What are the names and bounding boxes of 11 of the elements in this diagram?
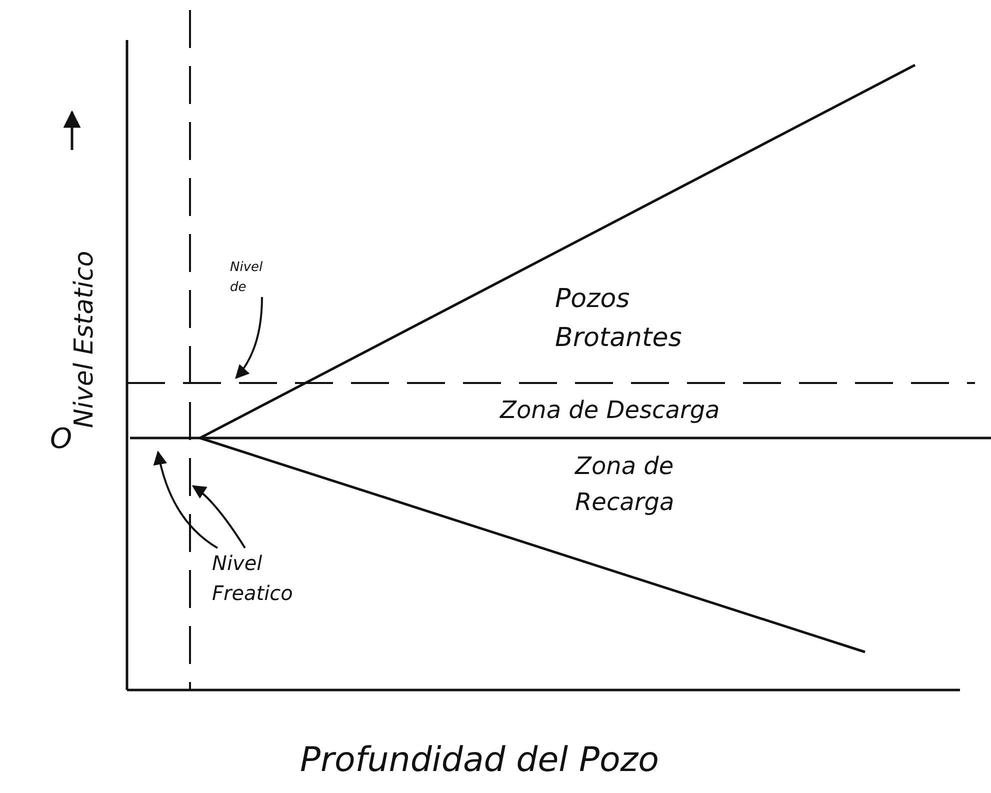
annotation-label: Nivel de — [230, 258, 270, 297]
zone-label: Zona de Recarga — [575, 451, 676, 518]
leader-line — [235, 296, 263, 380]
axis-label: Nivel Estatico — [70, 250, 100, 428]
zone-label: Zona de Descarga — [500, 395, 721, 426]
leader-line — [154, 450, 218, 549]
leader-line — [192, 485, 246, 549]
axis-tick-label: O — [50, 421, 72, 457]
zone-label: Pozos Brotantes — [555, 283, 683, 355]
annotation-label: Nivel Freatico — [212, 548, 322, 608]
axis-label: Profundidad del Pozo — [300, 739, 660, 782]
